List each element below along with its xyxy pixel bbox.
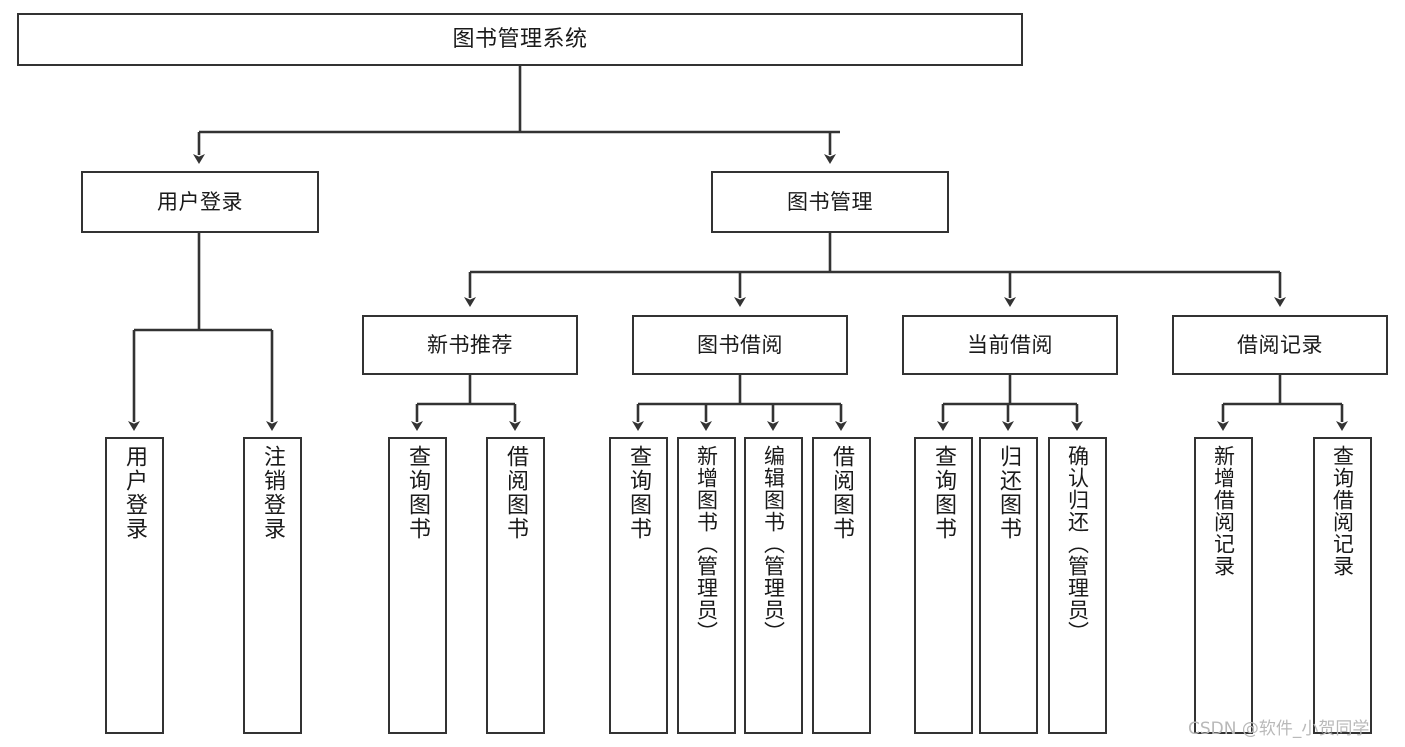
node-label: 查询借阅记录 bbox=[1330, 445, 1355, 577]
node-label: 图书管理系统 bbox=[452, 26, 588, 52]
node-label: 当前借阅 bbox=[967, 332, 1053, 357]
node-label: 图书管理 bbox=[787, 189, 873, 214]
node-label: 用户登录 bbox=[157, 189, 243, 214]
node-borrow-record[interactable]: 借阅记录 bbox=[1172, 315, 1388, 375]
node-label: 查询图书 bbox=[405, 445, 431, 541]
node-new-book-recommend[interactable]: 新书推荐 bbox=[362, 315, 578, 375]
leaf-book-borrow-borrow[interactable]: 借阅图书 bbox=[812, 437, 871, 734]
leaf-current-borrow-return[interactable]: 归还图书 bbox=[979, 437, 1038, 734]
leaf-book-borrow-query[interactable]: 查询图书 bbox=[609, 437, 668, 734]
leaf-borrow-record-add[interactable]: 新增借阅记录 bbox=[1194, 437, 1253, 734]
leaf-current-borrow-query[interactable]: 查询图书 bbox=[914, 437, 973, 734]
node-label: 新书推荐 bbox=[427, 332, 513, 357]
node-user-login[interactable]: 用户登录 bbox=[81, 171, 319, 233]
node-book-management[interactable]: 图书管理 bbox=[711, 171, 949, 233]
node-book-borrow[interactable]: 图书借阅 bbox=[632, 315, 848, 375]
node-label: 新增图书（管理员） bbox=[694, 445, 719, 643]
node-label: 用户登录 bbox=[122, 445, 148, 541]
node-label: 借阅图书 bbox=[503, 445, 529, 541]
node-label: 借阅记录 bbox=[1237, 332, 1323, 357]
node-current-borrow[interactable]: 当前借阅 bbox=[902, 315, 1118, 375]
leaf-borrow-record-query[interactable]: 查询借阅记录 bbox=[1313, 437, 1372, 734]
node-label: 注销登录 bbox=[260, 445, 286, 541]
node-label: 查询图书 bbox=[626, 445, 652, 541]
leaf-book-borrow-edit[interactable]: 编辑图书（管理员） bbox=[744, 437, 803, 734]
node-label: 编辑图书（管理员） bbox=[761, 445, 786, 643]
node-label: 确认归还（管理员） bbox=[1065, 445, 1090, 643]
csdn-watermark: CSDN @软件_小贺同学 bbox=[1188, 719, 1370, 739]
leaf-new-book-query[interactable]: 查询图书 bbox=[388, 437, 447, 734]
node-label: 借阅图书 bbox=[829, 445, 855, 541]
node-root-system[interactable]: 图书管理系统 bbox=[17, 13, 1023, 66]
leaf-current-borrow-confirm-return[interactable]: 确认归还（管理员） bbox=[1048, 437, 1107, 734]
node-label: 图书借阅 bbox=[697, 332, 783, 357]
leaf-book-borrow-add[interactable]: 新增图书（管理员） bbox=[677, 437, 736, 734]
node-label: 新增借阅记录 bbox=[1211, 445, 1236, 577]
leaf-user-login-signout[interactable]: 注销登录 bbox=[243, 437, 302, 734]
leaf-new-book-borrow[interactable]: 借阅图书 bbox=[486, 437, 545, 734]
node-label: 归还图书 bbox=[996, 445, 1022, 541]
node-label: 查询图书 bbox=[931, 445, 957, 541]
leaf-user-login-signin[interactable]: 用户登录 bbox=[105, 437, 164, 734]
